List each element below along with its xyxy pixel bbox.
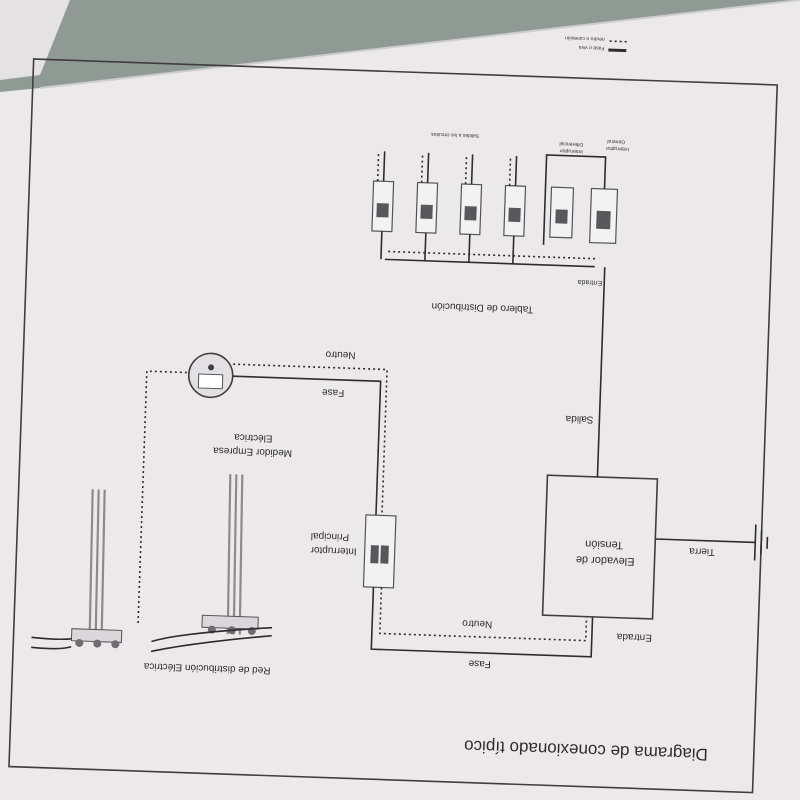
diagram-frame [8, 58, 779, 794]
input-label: Entrada [616, 631, 652, 643]
ground-wire [655, 538, 756, 544]
general-switch-label-2: General [607, 138, 625, 145]
pole-line [94, 489, 100, 630]
circuit-breaker-toggle [420, 204, 433, 220]
panel-neutral-bus [385, 250, 596, 260]
phase-wire-bottom [370, 587, 594, 658]
transformer-label-2: Tensión [585, 538, 623, 551]
circuit-breaker-toggle [508, 207, 521, 223]
feeder-wires [380, 231, 515, 264]
meter-label-2: Eléctrica [234, 431, 273, 443]
pole-line [238, 474, 244, 635]
main-breaker-toggle [370, 545, 379, 564]
circuit-breaker-toggle [464, 206, 477, 221]
overhead-cable [31, 645, 72, 650]
meter-display [197, 373, 224, 390]
energy-meter [187, 352, 234, 399]
legend-phase-label: Fase o viva [579, 44, 605, 51]
phase-top-label: Fase [321, 386, 344, 398]
circuit-outputs [382, 151, 518, 186]
main-breaker-label-1: Interruptor [310, 544, 357, 557]
general-switch-toggle [596, 210, 611, 230]
panel-bus [384, 258, 595, 268]
distribution-panel [371, 151, 619, 268]
general-switch-label-1: Interruptor [605, 145, 629, 152]
insulator [75, 638, 84, 647]
circuits-label: Salidas a los circuitos [431, 131, 480, 139]
upside-down-diagram: Diagrama de conexionado típico Fase o vi… [8, 35, 779, 794]
insulator [93, 639, 102, 648]
ground-label: Tierra [689, 545, 716, 557]
grid-label: Red de distribución Eléctrica [143, 660, 270, 675]
main-breaker [362, 514, 397, 589]
neutral-wire-grid [137, 370, 189, 624]
neutral-wire-meter [233, 363, 388, 518]
legend-neutral-swatch [608, 40, 627, 43]
overhead-cable [150, 634, 272, 653]
legend-phase-swatch [608, 48, 627, 53]
paper-edge [39, 0, 800, 89]
legend-neutral-label: neutro o conexión [565, 35, 605, 42]
pole-line [100, 489, 106, 630]
paper-corner [0, 0, 70, 80]
grid-poles [31, 474, 273, 653]
transformer-box [541, 474, 659, 620]
ground-symbol [760, 530, 763, 555]
neutral-bottom-label: Neutro [462, 617, 493, 629]
transformer-label-1: Elevador de [576, 553, 635, 567]
output-wire [596, 267, 606, 477]
differential-switch-toggle [555, 209, 568, 224]
neutral-top-label: Neutro [325, 348, 356, 360]
pole-line [232, 474, 238, 635]
meter-label-1: Medidor Empresa [213, 444, 293, 458]
pole-line [226, 474, 232, 635]
panel-label: Tablero de Distribución [431, 300, 533, 315]
phase-bottom-label: Fase [468, 658, 491, 670]
overhead-cable [151, 626, 273, 643]
main-breaker-label-2: Principal [311, 530, 350, 542]
circuit-neutral-outputs [376, 151, 512, 186]
main-breaker-toggle [380, 545, 389, 564]
pole-line [88, 489, 94, 630]
legend: Fase o viva neutro o conexión [565, 35, 627, 53]
ground-symbol [753, 524, 757, 561]
main-breaker-body [362, 514, 397, 589]
circuit-breaker-toggle [376, 203, 389, 218]
general-to-differential [542, 154, 607, 245]
differential-switch-label-1: Interruptor [559, 147, 583, 154]
insulator [111, 640, 120, 649]
phase-wire-meter [232, 375, 382, 518]
output-label: Salida [565, 413, 594, 425]
panel-input-label: Entrada [577, 278, 602, 286]
overhead-cable [31, 636, 72, 641]
meter-dial [208, 364, 215, 371]
differential-switch-label-2: Diferencial [559, 140, 583, 147]
